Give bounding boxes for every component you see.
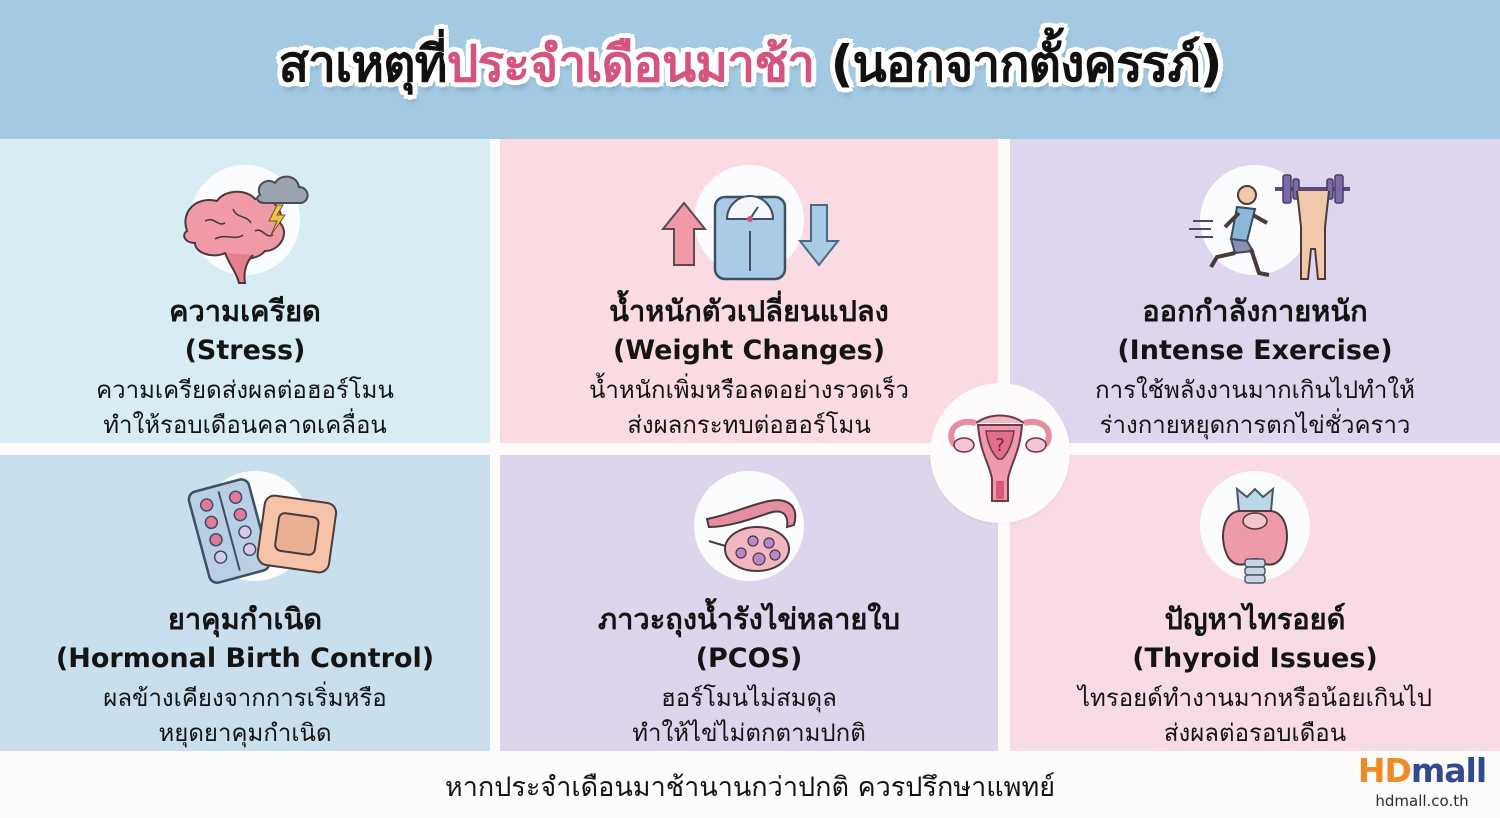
card-title-th: น้ำหนักตัวเปลี่ยนแปลง [609, 294, 889, 328]
brain-storm-icon [125, 161, 365, 287]
card-desc-line-1: ไทรอยด์ทำงานมากหรือน้อยเกินไป [1077, 684, 1433, 712]
uterus-question-icon: ? [930, 383, 1070, 523]
ovary-icon [629, 467, 869, 595]
card-desc-line-1: ฮอร์โมนไม่สมดุล [661, 684, 837, 712]
card-desc-line-2: ทำให้รอบเดือนคลาดเคลื่อน [103, 411, 387, 439]
exercise-icon [1135, 161, 1375, 287]
title-part-1: สาเหตุที่ [278, 35, 448, 93]
svg-text:?: ? [995, 435, 1005, 456]
footer-advice: หากประจำเดือนมาช้านานกว่าปกติ ควรปรึกษาแ… [444, 772, 1056, 803]
card-intense-exercise: ออกกำลังกายหนัก (Intense Exercise) การใช… [1010, 139, 1500, 443]
card-title-en: (Weight Changes) [612, 335, 886, 366]
card-desc-line-1: น้ำหนักเพิ่มหรือลดอย่างรวดเร็ว [588, 376, 910, 404]
card-desc-line-1: ความเครียดส่งผลต่อฮอร์โมน [96, 376, 394, 404]
logo-wordmark: HDmall [1357, 751, 1487, 790]
card-title-en: (Thyroid Issues) [1132, 643, 1378, 674]
card-title-en: (Stress) [184, 335, 306, 366]
header-banner: สาเหตุที่ประจำเดือนมาช้า (นอกจากตั้งครรภ… [0, 0, 1500, 139]
card-title-th: ปัญหาไทรอยด์ [1164, 602, 1346, 636]
card-pcos: ภาวะถุงน้ำรังไข่หลายใบ (PCOS) ฮอร์โมนไม่… [500, 455, 998, 751]
card-stress: ความเครียด (Stress) ความเครียดส่งผลต่อฮอ… [0, 139, 490, 443]
card-thyroid: ปัญหาไทรอยด์ (Thyroid Issues) ไทรอยด์ทำง… [1010, 455, 1500, 751]
logo-url: hdmall.co.th [1375, 792, 1469, 810]
card-title-en: (PCOS) [695, 643, 803, 674]
card-desc-line-2: ร่างกายหยุดการตกไข่ชั่วคราว [1099, 411, 1411, 439]
card-desc-line-2: หยุดยาคุมกำเนิด [158, 719, 332, 747]
hdmall-logo[interactable]: HDmall hdmall.co.th [1352, 750, 1492, 810]
card-title-th: ความเครียด [169, 294, 321, 328]
card-title-en: (Hormonal Birth Control) [55, 643, 435, 674]
card-title-en: (Intense Exercise) [1117, 335, 1393, 366]
card-title-th: ออกกำลังกายหนัก [1142, 294, 1368, 328]
card-desc-line-1: ผลข้างเคียงจากการเริ่มหรือ [103, 684, 387, 712]
card-birth-control: ยาคุมกำเนิด (Hormonal Birth Control) ผลข… [0, 455, 490, 751]
title-part-3: (นอกจากตั้งครรภ์) [814, 35, 1223, 93]
card-desc-line-2: ส่งผลกระทบต่อฮอร์โมน [627, 411, 871, 439]
thyroid-icon [1135, 467, 1375, 595]
title-part-highlight: ประจำเดือนมาช้า [446, 35, 816, 93]
card-desc-line-1: การใช้พลังงานมากเกินไปทำให้ [1095, 376, 1415, 404]
card-title-th: ภาวะถุงน้ำรังไข่หลายใบ [598, 602, 900, 636]
weight-scale-icon [629, 161, 869, 287]
card-desc-line-2: ทำให้ไข่ไม่ตกตามปกติ [632, 719, 866, 747]
card-title-th: ยาคุมกำเนิด [167, 602, 323, 636]
birth-control-icon [125, 467, 365, 595]
card-weight-changes: น้ำหนักตัวเปลี่ยนแปลง (Weight Changes) น… [500, 139, 998, 443]
card-desc-line-2: ส่งผลต่อรอบเดือน [1163, 719, 1347, 747]
page-title: สาเหตุที่ประจำเดือนมาช้า (นอกจากตั้งครรภ… [278, 25, 1223, 104]
